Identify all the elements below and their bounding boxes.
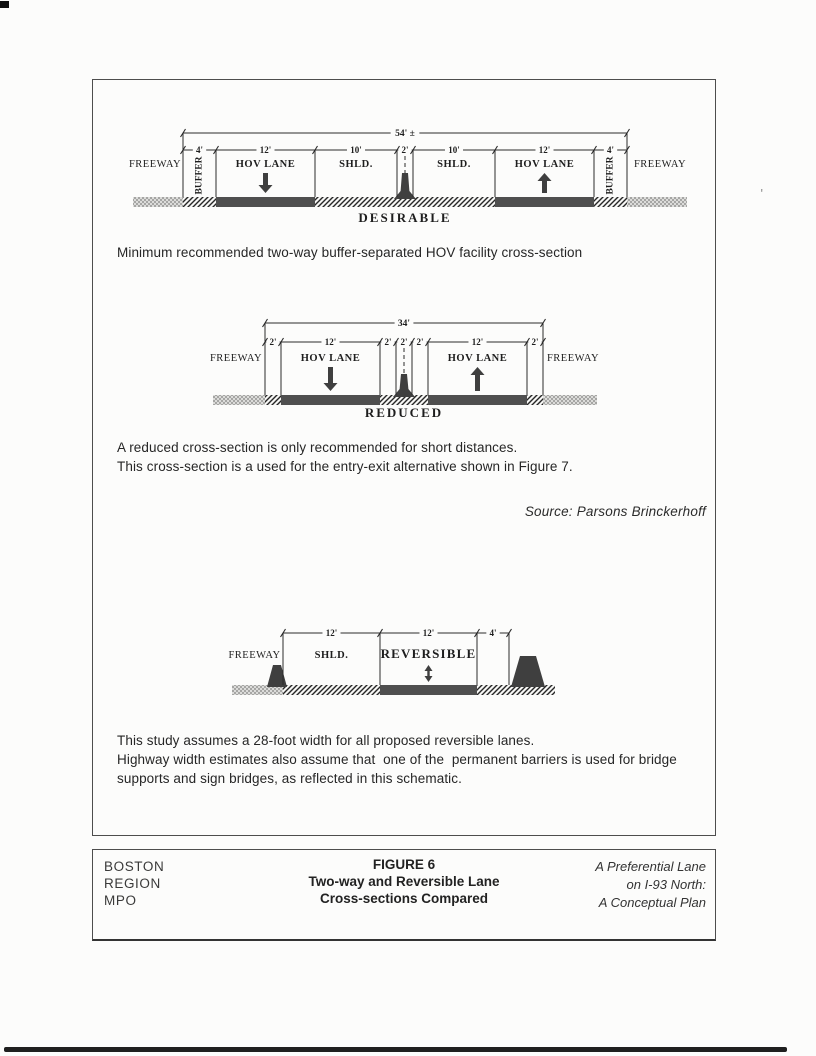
svg-text:HOV LANE: HOV LANE [448, 353, 508, 364]
figure-number: FIGURE 6 [372, 857, 436, 872]
svg-text:FREEWAY: FREEWAY [634, 159, 686, 170]
caption-reversible: This study assumes a 28-foot width for a… [117, 731, 725, 788]
footer-org-line: BOSTON [104, 859, 165, 874]
svg-text:12': 12' [423, 628, 435, 638]
svg-text:DESIRABLE: DESIRABLE [358, 210, 451, 225]
figure-title-block [92, 849, 716, 941]
svg-text:BUFFER: BUFFER [195, 156, 205, 194]
caption-line: Highway width estimates also assume that… [117, 752, 677, 767]
footer-figure-title: FIGURE 6 Two-way and Reversible Lane Cro… [92, 856, 716, 907]
figure-title-line: Cross-sections Compared [319, 891, 489, 906]
svg-text:4': 4' [196, 145, 203, 155]
svg-text:2': 2' [269, 337, 276, 347]
reduced-cross-section-diagram: 34' 2' 12' 2' 2' 2' 12' 2' FREEWAY FREEWAY HOV LAN… [210, 317, 599, 420]
svg-text:REDUCED: REDUCED [365, 405, 443, 420]
svg-text:12': 12' [260, 145, 272, 155]
svg-text:2': 2' [400, 337, 407, 347]
svg-text:FREEWAY: FREEWAY [210, 353, 262, 364]
svg-text:2': 2' [531, 337, 538, 347]
scan-artifact-corner-mark [0, 1, 9, 8]
svg-text:FREEWAY: FREEWAY [129, 159, 181, 170]
figure-content-box [92, 79, 716, 836]
source-credit: Source: Parsons Brinckerhoff [524, 504, 706, 519]
svg-text:BUFFER: BUFFER [606, 156, 616, 194]
caption-line: A reduced cross-section is only recommen… [117, 440, 518, 455]
reversible-lane-cross-section-diagram: 12' 12' 4' FREEWAY SHLD. REVERSIBLE [228, 627, 555, 695]
caption-line: This cross-section is a used for the ent… [117, 459, 573, 474]
svg-text:REVERSIBLE: REVERSIBLE [381, 646, 477, 661]
svg-text:HOV LANE: HOV LANE [301, 353, 361, 364]
svg-text:12': 12' [326, 628, 338, 638]
svg-text:12': 12' [472, 337, 484, 347]
svg-text:HOV LANE: HOV LANE [515, 159, 575, 170]
svg-text:4': 4' [607, 145, 614, 155]
svg-text:SHLD.: SHLD. [437, 159, 471, 170]
caption-line: This study assumes a 28-foot width for a… [117, 733, 535, 748]
caption-line: supports and sign bridges, as reflected … [117, 771, 462, 786]
svg-text:SHLD.: SHLD. [315, 650, 349, 661]
report-title-line: on I-93 North: [626, 877, 707, 892]
scan-noise-mark: ' [760, 186, 763, 201]
footer-organization: BOSTON REGION MPO [104, 858, 164, 909]
caption-reduced: A reduced cross-section is only recommen… [117, 438, 721, 476]
footer-org-line: REGION [104, 876, 161, 891]
svg-text:34': 34' [398, 319, 410, 329]
svg-text:2': 2' [401, 145, 408, 155]
footer-report-title: A Preferential Lane on I-93 North: A Con… [595, 858, 706, 912]
svg-text:2': 2' [384, 337, 391, 347]
svg-text:54' ±: 54' ± [395, 129, 415, 139]
svg-text:HOV LANE: HOV LANE [236, 159, 296, 170]
svg-text:SHLD.: SHLD. [339, 159, 373, 170]
svg-text:2': 2' [416, 337, 423, 347]
svg-text:12': 12' [539, 145, 551, 155]
desirable-cross-section-diagram: 54' ± 4' 12' 10' 2' 10' 12' 4' FREEWAY FREEWAY BUF… [129, 127, 687, 225]
svg-text:4': 4' [489, 628, 496, 638]
scan-artifact-bottom-line [4, 1047, 787, 1052]
svg-text:10': 10' [350, 145, 362, 155]
svg-text:FREEWAY: FREEWAY [228, 650, 280, 661]
report-title-line: A Preferential Lane [595, 859, 706, 874]
svg-text:12': 12' [325, 337, 337, 347]
report-title-line: A Conceptual Plan [598, 895, 706, 910]
caption-line: Minimum recommended two-way buffer-separ… [117, 245, 583, 260]
caption-desirable: Minimum recommended two-way buffer-separ… [117, 243, 721, 262]
footer-org-line: MPO [104, 893, 137, 908]
svg-text:FREEWAY: FREEWAY [547, 353, 599, 364]
svg-text:10': 10' [448, 145, 460, 155]
figure-title-line: Two-way and Reversible Lane [308, 874, 500, 889]
